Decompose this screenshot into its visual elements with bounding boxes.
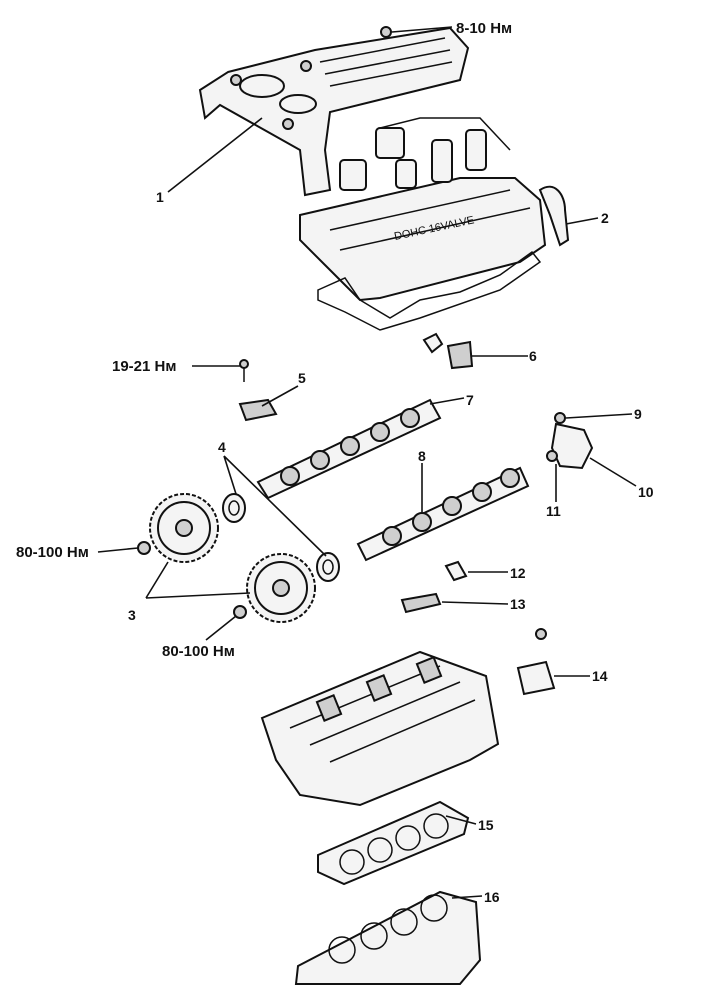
cam-sensor-part bbox=[546, 412, 594, 470]
head-gasket-part bbox=[317, 800, 470, 886]
callout-6: 6 bbox=[529, 348, 537, 364]
torque-sprocket-bolt-bottom: 80-100 Нм bbox=[162, 643, 235, 660]
callout-2: 2 bbox=[601, 210, 609, 226]
camshaft-sprocket-part bbox=[137, 493, 316, 623]
callout-8: 8 bbox=[418, 448, 426, 464]
camshaft-lower-part bbox=[356, 466, 530, 562]
bearing-cap-part bbox=[422, 332, 474, 370]
callout-12: 12 bbox=[510, 565, 526, 581]
callout-13: 13 bbox=[510, 596, 526, 612]
callout-14: 14 bbox=[592, 668, 608, 684]
callout-4: 4 bbox=[218, 439, 226, 455]
callout-16: 16 bbox=[484, 889, 500, 905]
callout-5: 5 bbox=[298, 370, 306, 386]
cylinder-block-part bbox=[294, 890, 482, 985]
bracket-part bbox=[516, 628, 556, 696]
callout-7: 7 bbox=[466, 392, 474, 408]
leader-lines bbox=[97, 26, 637, 899]
tappet-part bbox=[400, 560, 468, 614]
callout-10: 10 bbox=[638, 484, 654, 500]
callout-3: 3 bbox=[128, 607, 136, 623]
oil-seal-part bbox=[222, 493, 340, 582]
torque-sprocket-bolt-left: 80-100 Нм bbox=[16, 544, 89, 561]
valve-cover-part: DOHC 16VALVE bbox=[299, 117, 570, 331]
callout-9: 9 bbox=[634, 406, 642, 422]
torque-cap-bolt: 19-21 Нм bbox=[112, 358, 176, 375]
camshaft-upper-part bbox=[256, 398, 442, 500]
engine-cover-part bbox=[198, 26, 470, 197]
bearing-cap-front-part bbox=[238, 359, 278, 422]
torque-cover-bolt: 8-10 Нм bbox=[456, 20, 512, 37]
callout-11: 11 bbox=[546, 503, 561, 519]
cylinder-head-part bbox=[260, 650, 500, 807]
callout-1: 1 bbox=[156, 189, 164, 205]
callout-15: 15 bbox=[478, 817, 494, 833]
